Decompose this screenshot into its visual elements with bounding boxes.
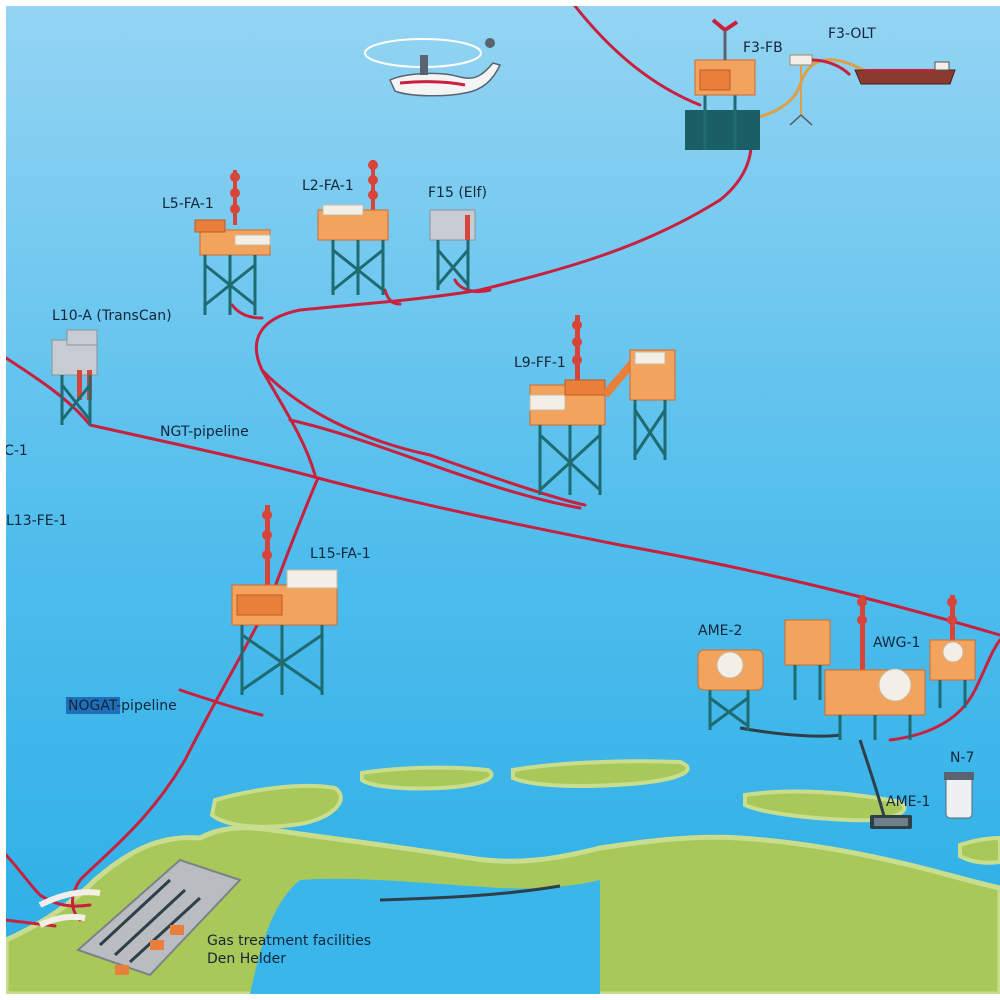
- pipeline-f15-link: [453, 278, 492, 294]
- ame-2-platform: [697, 649, 764, 730]
- l10-a-platform: [51, 329, 98, 425]
- pipeline-f3-olt: [754, 58, 871, 120]
- frame-left: [0, 0, 6, 1000]
- ame-1-label: AME-1: [886, 794, 930, 810]
- sea-channel: [250, 878, 600, 994]
- sea: [6, 6, 1000, 994]
- ngt-pipeline-label: NGT-pipeline: [160, 424, 249, 440]
- n-7-label: N-7: [950, 750, 974, 766]
- l15-fa-1-platform: [231, 505, 338, 695]
- island-5: [958, 835, 1000, 865]
- pipeline-den-helder-channel: [379, 884, 561, 902]
- pipeline-l5-link: [230, 303, 264, 320]
- den-helder-facility: [38, 858, 242, 977]
- l15-fa-1-label: L15-FA-1: [310, 546, 371, 562]
- awg-1-label: AWG-1: [873, 635, 920, 651]
- pipeline-west-coast-2: [4, 918, 57, 928]
- land-areas: [3, 759, 1000, 997]
- l5-fa-1-label: L5-FA-1: [162, 196, 214, 212]
- f3-fb-label: F3-FB: [743, 40, 783, 56]
- pipeline-l15-link: [178, 688, 264, 717]
- l2-fa-1-platform: [317, 160, 389, 295]
- f15-platform: [429, 209, 476, 290]
- island-2: [360, 765, 494, 791]
- frame-top: [0, 0, 1000, 6]
- pipeline-west-coast: [4, 853, 92, 908]
- nogat-pipeline: [71, 476, 320, 922]
- nogat-pipeline-label: NOGAT-pipeline: [68, 698, 177, 714]
- l13-fe-1-label: L13-FE-1: [6, 513, 68, 529]
- awg-1-platform: [784, 595, 976, 740]
- pipeline-l9-loop: [288, 418, 582, 510]
- island-3: [511, 759, 690, 788]
- pipeline-l9-link: [260, 368, 587, 507]
- island-4: [743, 789, 907, 823]
- pipeline-ame2-link: [739, 726, 841, 738]
- l10-a-label: L10-A (TransCan): [52, 308, 172, 324]
- f3-olt-label: F3-OLT: [828, 26, 876, 42]
- frame-bottom: [0, 994, 1000, 1000]
- gas-treatment-label-line2: Den Helder: [207, 951, 286, 967]
- l2-fa-1-label: L2-FA-1: [302, 178, 354, 194]
- gas-treatment-label-line1: Gas treatment facilities: [207, 933, 371, 949]
- f3-olt-loading-tower: [789, 54, 852, 126]
- f3-fb-platform: [685, 18, 760, 150]
- storage-tank-icon: [944, 772, 974, 819]
- ame-1-platform: [870, 815, 912, 829]
- pipeline-ame1: [858, 739, 887, 821]
- pipeline-l2-link: [383, 288, 402, 306]
- f15-label: F15 (Elf): [428, 185, 487, 201]
- island-1: [209, 783, 343, 829]
- ame-2-label: AME-2: [698, 623, 742, 639]
- helicopter-icon: [364, 38, 502, 97]
- pipeline-f3fb-north: [573, 4, 702, 107]
- pipeline-awg-east: [888, 638, 1000, 742]
- nogat-highlight: [66, 697, 120, 714]
- l5-fa-1-platform: [194, 170, 271, 315]
- l9-ff-1-label: L9-FF-1: [514, 355, 566, 371]
- l9-ff-1-platform: [529, 315, 676, 495]
- fc-1-label: FC-1: [0, 443, 28, 459]
- tanker-ship-icon: [854, 61, 956, 85]
